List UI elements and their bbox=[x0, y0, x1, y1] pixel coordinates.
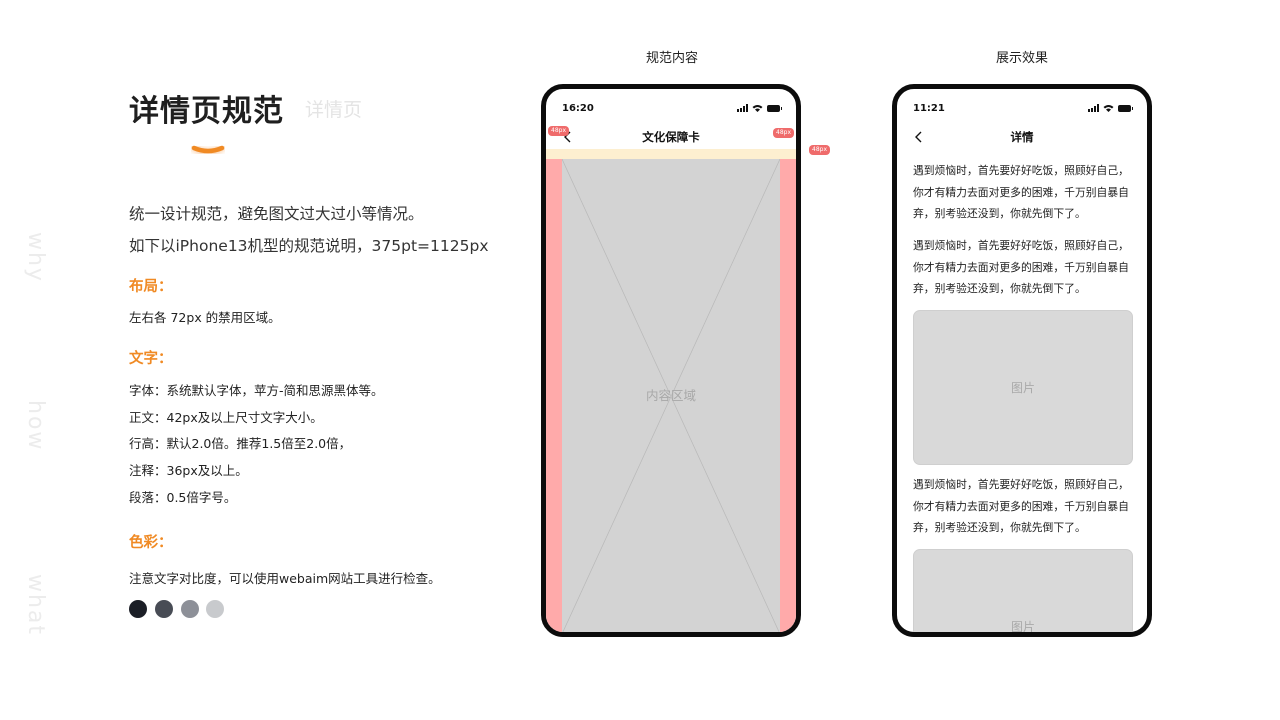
demo-column-label: 展示效果 bbox=[996, 51, 1049, 66]
spec-phone-mockup: 16:20 文化保障卡 48px 48px 内容区域 bbox=[541, 84, 801, 637]
signal-icon bbox=[1088, 104, 1099, 112]
intro-line-1: 统一设计规范，避免图文过大过小等情况。 bbox=[129, 205, 424, 223]
side-word-why: why bbox=[23, 232, 48, 283]
demo-phone-mockup: 11:21 详情 遇到烦恼时，首先要好好吃饭，照顾好自己，你才有精力去面对更多的… bbox=[892, 84, 1152, 637]
demo-paragraph-1: 遇到烦恼时，首先要好好吃饭，照顾好自己，你才有精力去面对更多的困难，千万别自暴自… bbox=[913, 164, 1129, 220]
color-swatch-3 bbox=[181, 600, 199, 618]
layout-rule: 左右各 72px 的禁用区域。 bbox=[129, 310, 281, 325]
color-swatch-1 bbox=[129, 600, 147, 618]
side-word-what: what bbox=[23, 574, 48, 637]
demo-image-label: 图片 bbox=[1010, 620, 1035, 634]
smile-accent-icon bbox=[191, 144, 225, 156]
demo-image-1: 图片 bbox=[913, 310, 1133, 465]
demo-paragraph-3: 遇到烦恼时，首先要好好吃饭，照顾好自己，你才有精力去面对更多的困难，千万别自暴自… bbox=[913, 478, 1129, 534]
spacing-tag-right: 48px bbox=[773, 128, 794, 138]
text-rule-line-height: 行高：默认2.0倍。推荐1.5倍至2.0倍， bbox=[129, 436, 352, 451]
signal-icon bbox=[737, 104, 748, 112]
text-rule-paragraph: 段落：0.5倍字号。 bbox=[129, 490, 237, 505]
section-title-color: 色彩： bbox=[129, 535, 173, 551]
section-title-text: 文字： bbox=[129, 351, 173, 367]
color-swatch-4 bbox=[206, 600, 224, 618]
text-rule-caption: 注释：36px及以上。 bbox=[129, 463, 248, 478]
color-swatch-2 bbox=[155, 600, 173, 618]
demo-status-time: 11:21 bbox=[913, 103, 945, 114]
content-area: 内容区域 bbox=[546, 159, 796, 632]
wifi-icon bbox=[1103, 105, 1114, 112]
spec-status-time: 16:20 bbox=[562, 103, 594, 114]
battery-icon bbox=[1118, 104, 1133, 112]
battery-icon bbox=[767, 104, 782, 112]
demo-status-bar: 11:21 bbox=[913, 103, 1133, 117]
spec-status-bar: 16:20 bbox=[562, 103, 782, 117]
content-area-label: 内容区域 bbox=[645, 388, 696, 403]
demo-image-2: 图片 bbox=[913, 549, 1133, 634]
forbidden-zone-right bbox=[780, 159, 796, 632]
text-rule-body: 正文：42px及以上尺寸文字大小。 bbox=[129, 410, 323, 425]
color-rule: 注意文字对比度，可以使用webaim网站工具进行检查。 bbox=[129, 571, 441, 586]
demo-image-label: 图片 bbox=[1010, 381, 1035, 395]
spec-column-label: 规范内容 bbox=[646, 51, 699, 66]
chevron-left-icon[interactable] bbox=[913, 131, 925, 143]
spacing-tag-outside: 48px bbox=[809, 145, 830, 155]
page-subtitle: 详情页 bbox=[305, 99, 363, 121]
demo-paragraph-2: 遇到烦恼时，首先要好好吃饭，照顾好自己，你才有精力去面对更多的困难，千万别自暴自… bbox=[913, 239, 1129, 295]
spacing-tag-left: 48px bbox=[548, 126, 569, 136]
content-placeholder-cross bbox=[562, 159, 780, 632]
forbidden-zone-left bbox=[546, 159, 562, 632]
spec-nav-title: 文化保障卡 bbox=[642, 130, 700, 144]
section-title-layout: 布局： bbox=[129, 279, 173, 295]
wifi-icon bbox=[752, 105, 763, 112]
nav-band bbox=[546, 149, 796, 159]
intro-line-2: 如下以iPhone13机型的规范说明，375pt=1125px bbox=[129, 237, 489, 255]
side-word-how: how bbox=[23, 400, 48, 452]
page-title: 详情页规范 bbox=[129, 94, 284, 129]
demo-nav-title: 详情 bbox=[1010, 130, 1034, 144]
text-rule-font: 字体：系统默认字体，苹方-简和思源黑体等。 bbox=[129, 383, 384, 398]
